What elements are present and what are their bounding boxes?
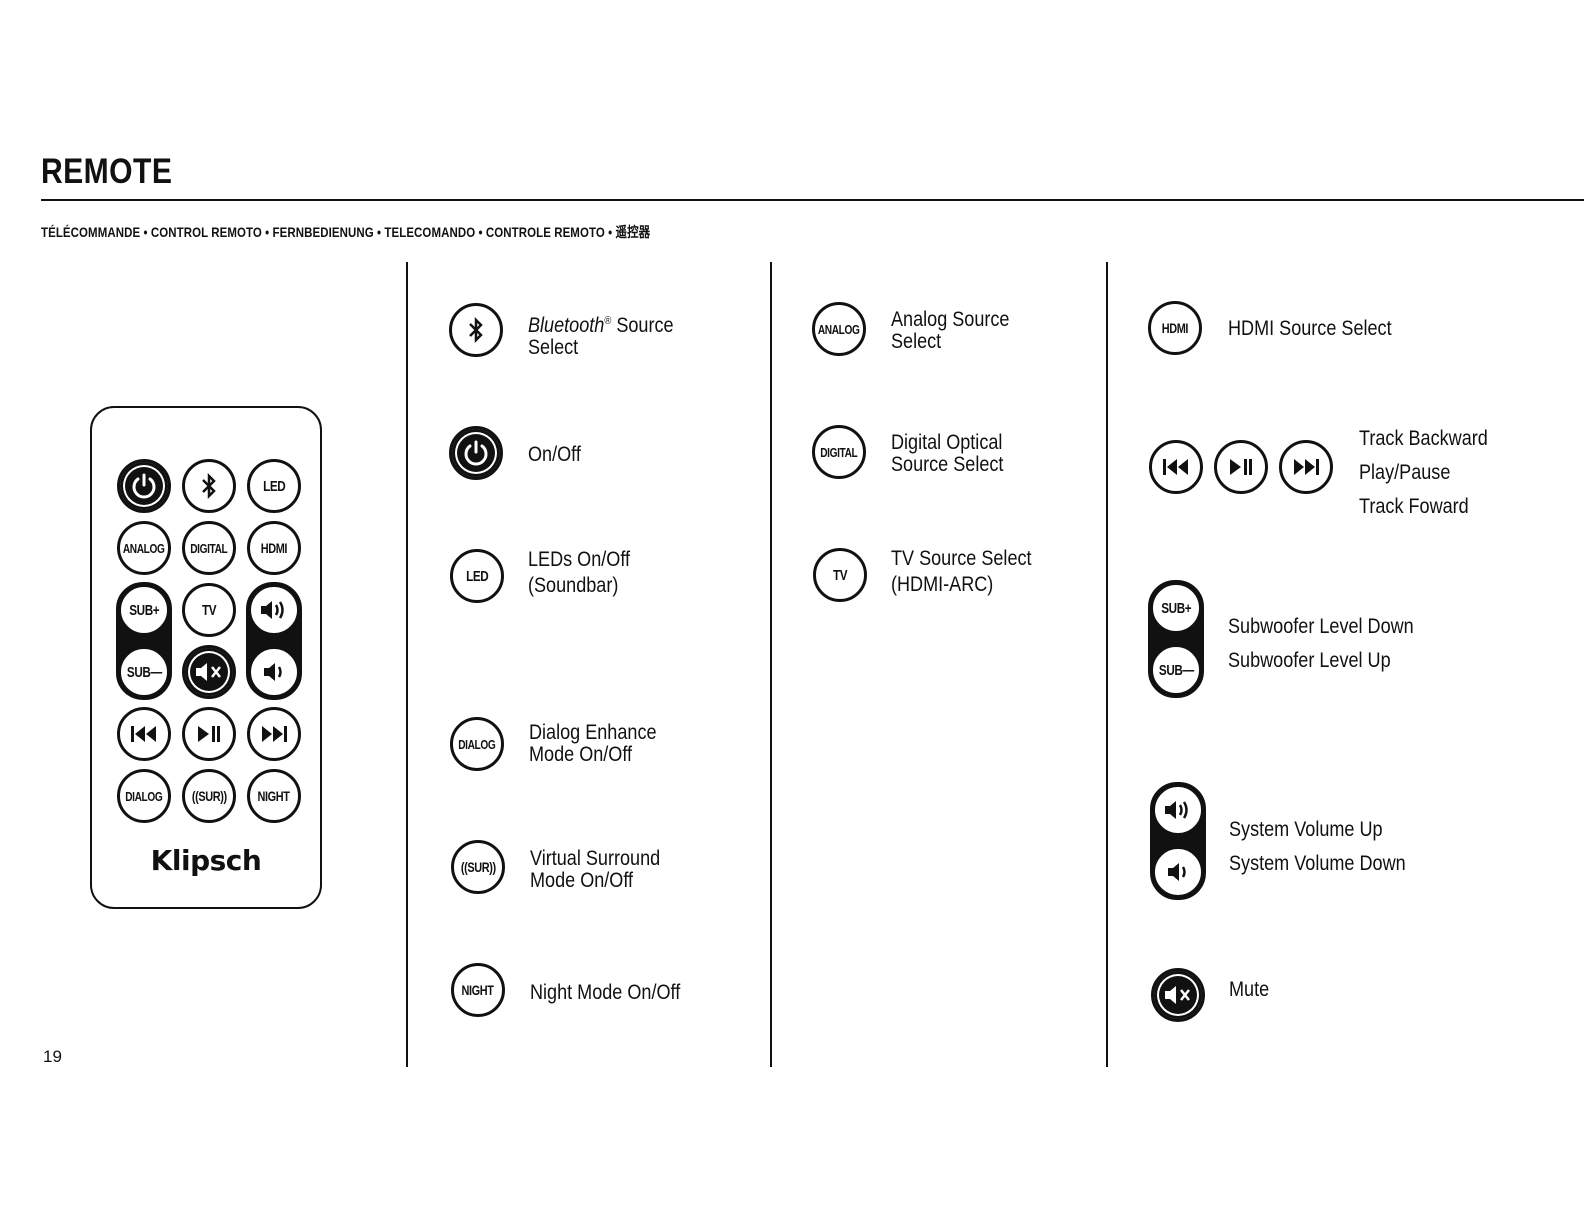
bluetooth-label: Bluetooth® Source Select [528, 314, 674, 359]
tv-button-icon: TV [182, 583, 236, 637]
page-title: REMOTE [41, 152, 173, 191]
track-backward-icon [117, 707, 171, 761]
led-button-icon: LED [247, 459, 301, 513]
play-pause-icon [1214, 440, 1268, 494]
analog-button-icon: ANALOG [812, 302, 866, 356]
brand-logo: Klipsch [150, 844, 262, 877]
mute-icon [1151, 968, 1205, 1022]
tv-button-icon: TV [813, 548, 867, 602]
page-subtitle: TÉLÉCOMMANDE • CONTROL REMOTO • FERNBEDI… [41, 224, 651, 240]
mute-label: Mute [1229, 978, 1270, 1001]
dialog-button-icon: DIALOG [117, 769, 171, 823]
subwoofer-rocker: SUB+ SUB— [116, 582, 172, 700]
bluetooth-icon [449, 303, 503, 357]
tv-label: TV Source Select(HDMI-ARC) [891, 547, 1032, 596]
sub-plus-icon: SUB+ [1150, 582, 1202, 634]
led-button-icon: LED [450, 549, 504, 603]
surround-button-icon: ((SUR)) [182, 769, 236, 823]
night-button-icon: NIGHT [451, 963, 505, 1017]
volume-up-icon [248, 584, 300, 636]
digital-button-icon: DIGITAL [812, 425, 866, 479]
power-icon [449, 426, 503, 480]
remote-illustration: LED ANALOG DIGITAL HDMI SUB+ SUB— TV DIA… [90, 406, 322, 909]
track-backward-icon [1149, 440, 1203, 494]
bluetooth-icon [182, 459, 236, 513]
title-divider [41, 199, 1584, 201]
dialog-button-icon: DIALOG [450, 717, 504, 771]
surround-button-icon: ((SUR)) [451, 840, 505, 894]
column-divider [1106, 262, 1108, 1067]
transport-label: Track Backward Play/Pause Track Foward [1359, 427, 1488, 518]
hdmi-label: HDMI Source Select [1228, 317, 1392, 340]
power-label: On/Off [528, 443, 581, 466]
night-button-icon: NIGHT [247, 769, 301, 823]
volume-down-icon [1152, 846, 1204, 898]
mute-icon [182, 645, 236, 699]
analog-button-icon: ANALOG [117, 521, 171, 575]
volume-rocker [1150, 782, 1206, 900]
sub-minus-icon: SUB— [118, 646, 170, 698]
page-number: 19 [43, 1047, 62, 1066]
hdmi-button-icon: HDMI [1148, 301, 1202, 355]
power-icon [117, 459, 171, 513]
sub-plus-icon: SUB+ [118, 584, 170, 636]
track-forward-icon [1279, 440, 1333, 494]
subwoofer-rocker: SUB+ SUB— [1148, 580, 1204, 698]
night-label: Night Mode On/Off [530, 981, 681, 1004]
volume-rocker [246, 582, 302, 700]
column-divider [406, 262, 408, 1067]
play-pause-icon [182, 707, 236, 761]
hdmi-button-icon: HDMI [247, 521, 301, 575]
volume-down-icon [248, 646, 300, 698]
volume-up-icon [1152, 784, 1204, 836]
track-forward-icon [247, 707, 301, 761]
digital-button-icon: DIGITAL [182, 521, 236, 575]
sub-minus-icon: SUB— [1150, 644, 1202, 696]
subwoofer-label: Subwoofer Level Down Subwoofer Level Up [1228, 615, 1414, 672]
led-label: LEDs On/Off(Soundbar) [528, 548, 631, 597]
column-divider [770, 262, 772, 1067]
volume-label: System Volume Up System Volume Down [1229, 818, 1406, 875]
